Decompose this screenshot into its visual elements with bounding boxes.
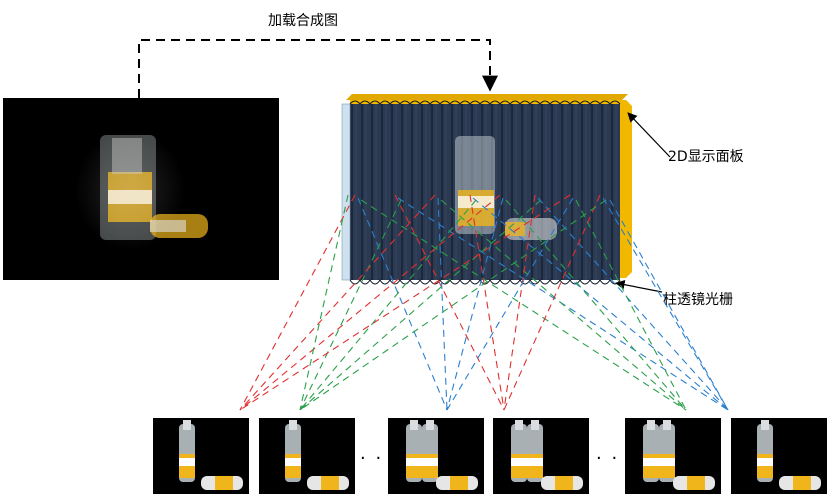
thumbnail-art: [406, 420, 478, 490]
view-thumbnail-3: [388, 418, 484, 494]
light-rays: [239, 194, 729, 411]
lens-pointer: [615, 279, 663, 293]
ellipsis-right: · · ·: [596, 448, 635, 469]
load-label: 加载合成图: [268, 13, 338, 29]
thumbnail-art: [285, 420, 349, 490]
thumbnail-art: [179, 420, 243, 490]
lens-scallops: [349, 100, 621, 285]
view-thumbnail-6: [731, 418, 827, 494]
load-arrow: [138, 39, 498, 98]
thumbnail-art: [511, 420, 583, 490]
view-thumbnail-4: [493, 418, 589, 494]
lens-label: 柱透镜光栅: [663, 292, 733, 308]
panel-label: 2D显示面板: [668, 149, 744, 165]
panel-pointer: [627, 112, 671, 158]
lens-stripes: [351, 104, 617, 280]
view-thumbnail-2: [259, 418, 355, 494]
view-thumbnail-1: [153, 418, 249, 494]
thumbnail-art: [757, 420, 821, 490]
thumbnail-art: [643, 420, 715, 490]
view-thumbnail-5: [625, 418, 721, 494]
composite-image: [3, 98, 279, 280]
display-panel: [341, 94, 632, 285]
ellipsis-left: · · ·: [360, 448, 399, 469]
